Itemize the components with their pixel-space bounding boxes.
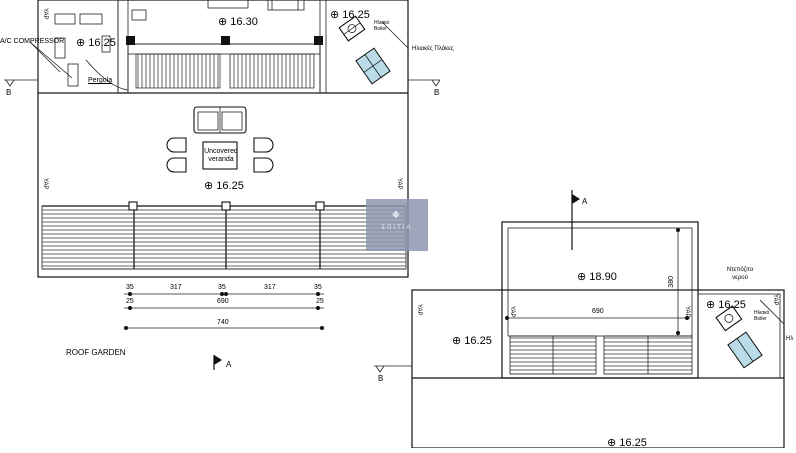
level-marker: ⊕ 16.25 [76,37,116,49]
dim-label: 740 [217,319,229,326]
yap-label: ΥΑΡ [416,304,422,316]
dim-label: 35 [314,284,322,291]
level-value: 16.25 [718,299,746,311]
level-value: 16.25 [619,437,647,449]
yap-label: ΥΑΡ [509,306,515,318]
uncovered-veranda-furniture [166,106,274,173]
boiler-label: Ηλιακό Boiler [754,310,769,322]
watermark-logo-icon: ◆ [392,209,400,220]
solar-panel [355,47,391,85]
watermark-box: ◆ ΣΠΙΤΙΑ [366,199,428,251]
dim-label: 35 [126,284,134,291]
left-dimensions [124,292,324,330]
level-value: 16.25 [88,37,116,49]
pergola-label: Pergola [88,77,113,84]
level-marker: ⊕ 16.25 [330,9,370,21]
section-b-left: B [6,88,12,97]
left-plan [4,0,441,370]
dim-label: 317 [264,284,276,291]
yap-label: ΥΑΡ [396,178,402,190]
dim-label: 25 [126,298,134,305]
level-marker: ⊕ 16.25 [607,437,647,449]
level-marker: ⊕ 16.30 [218,16,258,28]
boiler-label-line1: Ηλιακό [754,310,770,316]
watermark-text: ΣΠΙΤΙΑ [381,225,413,231]
dim-label: 690 [592,308,604,315]
yap-label: ΥΑΡ [42,178,48,190]
veranda-label: Uncovered veranda [203,148,239,164]
tank-label: Ντεπόζιτο νερού [720,266,760,282]
tank-label-line1: Ντεπόζιτο [726,267,754,273]
solar-label-partial: Ηλ [786,336,794,342]
compressor-label: A/C COMPRESSOR [0,38,65,45]
yap-label: ΥΑΡ [772,294,778,306]
veranda-label-line2: veranda [208,156,234,163]
yap-label: ΥΑΡ [684,306,690,318]
boiler-label-line2: Boiler [754,316,767,322]
boiler-label: Ηλιακό Boiler [374,20,389,32]
water-tank-boiler [715,305,743,332]
section-b-right: B [434,88,440,97]
table [202,141,238,170]
plan-title: ROOF GARDEN [66,348,126,357]
level-marker: ⊕ 16.25 [204,180,244,192]
dim-label: 317 [170,284,182,291]
solar-panel [727,331,763,369]
dim-label: 35 [218,284,226,291]
level-value: 18.90 [589,271,617,283]
section-a-bottom: A [226,360,232,369]
section-b-bottom: B [378,374,384,383]
level-value: 16.30 [230,16,258,28]
boiler-label-line2: Boiler [374,26,387,32]
solar-label: Ηλιακές Πλάκες [412,46,454,52]
level-marker: ⊕ 16.25 [452,335,492,347]
dim-label: 380 [668,276,675,288]
level-value: 16.25 [464,335,492,347]
level-marker: ⊕ 16.25 [706,299,746,311]
tank-label-line2: νερού [732,275,748,281]
dim-label: 25 [316,298,324,305]
level-value: 16.25 [342,9,370,21]
yap-label: ΥΑΡ [42,8,48,20]
level-value: 16.25 [216,180,244,192]
solar-boiler [338,15,366,42]
section-a-top: A [582,197,588,206]
level-marker: ⊕ 18.90 [577,271,617,283]
dim-label: 690 [217,298,229,305]
veranda-label-line1: Uncovered [204,148,238,155]
ac-unit [54,37,66,59]
boiler-label-line1: Ηλιακό [374,20,390,26]
right-plan [374,190,785,449]
